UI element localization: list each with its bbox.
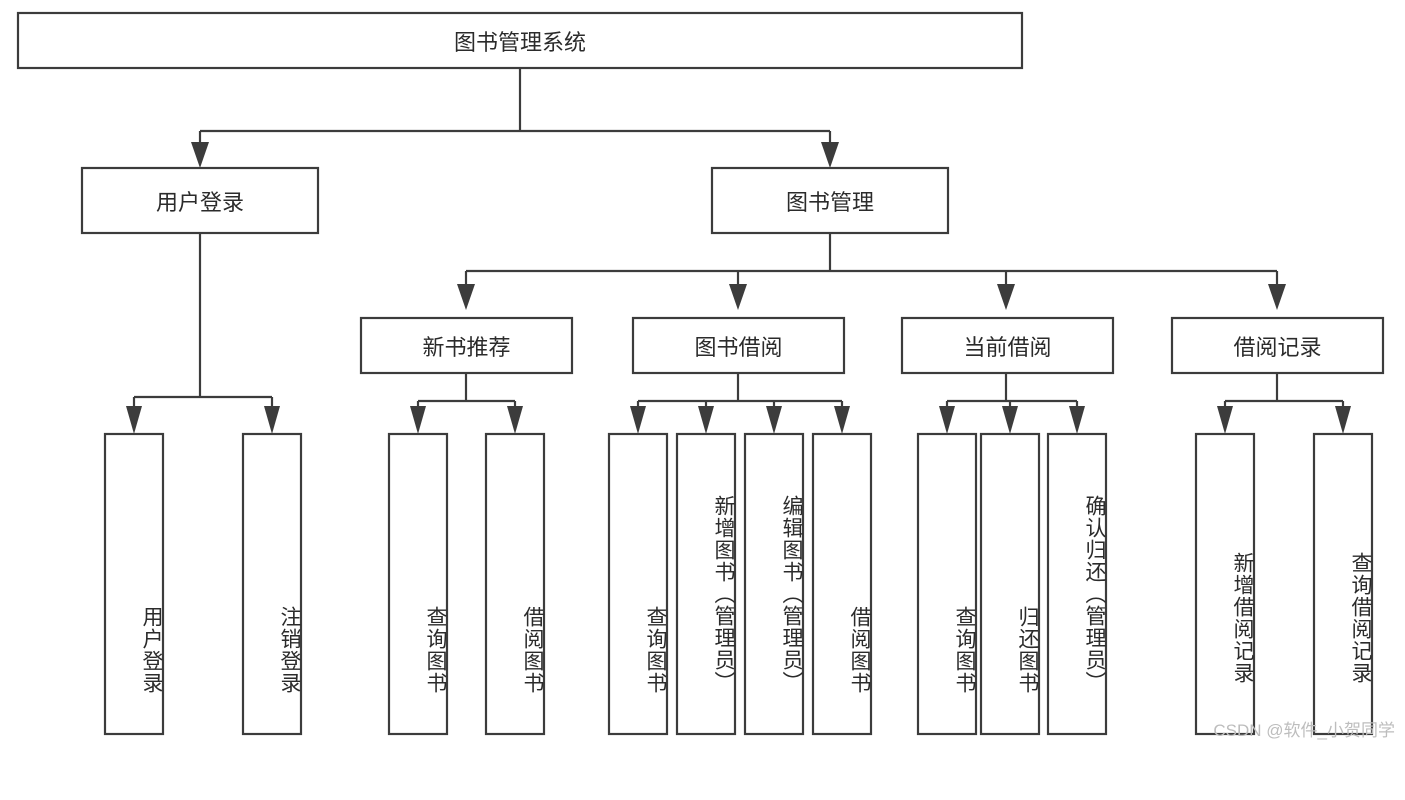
node-box-leaf-query-book-3[interactable] — [916, 432, 978, 736]
arrowhead-leaf-query-book-2 — [630, 406, 646, 434]
tree-diagram-svg — [16, 11, 1385, 736]
arrowhead-leaf-add-book — [698, 406, 714, 434]
arrowhead-leaf-logout — [264, 406, 280, 434]
node-box-leaf-user-login[interactable] — [103, 432, 165, 736]
node-box-leaf-query-record[interactable] — [1312, 432, 1374, 736]
node-box-new-book-recommend[interactable] — [359, 316, 574, 375]
node-box-leaf-confirm-return[interactable] — [1046, 432, 1108, 736]
node-box-user-login[interactable] — [80, 166, 320, 235]
arrowhead-leaf-confirm-return — [1069, 406, 1085, 434]
arrowhead-leaf-return-book — [1002, 406, 1018, 434]
arrowhead-borrow-records — [1268, 284, 1286, 310]
connectors-user-login-to-leaves — [126, 233, 280, 434]
connectors-current-borrow-to-leaves — [939, 373, 1085, 434]
arrowhead-leaf-borrow-book-2 — [834, 406, 850, 434]
diagram-canvas-container: 图书管理系统 用户登录 图书管理 新书推荐 图书借阅 当前借阅 借阅记录 用户登… — [16, 11, 1395, 740]
connectors-new-book-to-leaves — [410, 373, 523, 434]
node-box-leaf-borrow-book-1[interactable] — [484, 432, 546, 736]
node-box-book-management[interactable] — [710, 166, 950, 235]
arrowhead-leaf-edit-book — [766, 406, 782, 434]
arrowhead-new-book — [457, 284, 475, 310]
node-box-leaf-return-book[interactable] — [979, 432, 1041, 736]
node-box-current-borrow[interactable] — [900, 316, 1115, 375]
arrowhead-user-login — [191, 142, 209, 168]
node-box-book-borrow[interactable] — [631, 316, 846, 375]
arrowhead-leaf-query-book-1 — [410, 406, 426, 434]
node-box-root[interactable] — [16, 11, 1024, 70]
arrowhead-leaf-query-book-3 — [939, 406, 955, 434]
arrowhead-leaf-user-login — [126, 406, 142, 434]
arrowhead-leaf-add-record — [1217, 406, 1233, 434]
connectors-book-borrow-to-leaves — [630, 373, 850, 434]
node-box-leaf-edit-book[interactable] — [743, 432, 805, 736]
node-box-leaf-query-book-2[interactable] — [607, 432, 669, 736]
connectors-book-mgmt-to-level3 — [457, 233, 1286, 310]
node-box-borrow-records[interactable] — [1170, 316, 1385, 375]
node-box-leaf-borrow-book-2[interactable] — [811, 432, 873, 736]
arrowhead-current-borrow — [997, 284, 1015, 310]
connectors-borrow-records-to-leaves — [1217, 373, 1351, 434]
connectors-root-to-level2 — [191, 68, 839, 168]
node-box-leaf-query-book-1[interactable] — [387, 432, 449, 736]
arrowhead-book-mgmt — [821, 142, 839, 168]
arrowhead-book-borrow — [729, 284, 747, 310]
node-box-leaf-logout[interactable] — [241, 432, 303, 736]
node-box-leaf-add-book[interactable] — [675, 432, 737, 736]
node-box-leaf-add-record[interactable] — [1194, 432, 1256, 736]
arrowhead-leaf-query-record — [1335, 406, 1351, 434]
arrowhead-leaf-borrow-book-1 — [507, 406, 523, 434]
